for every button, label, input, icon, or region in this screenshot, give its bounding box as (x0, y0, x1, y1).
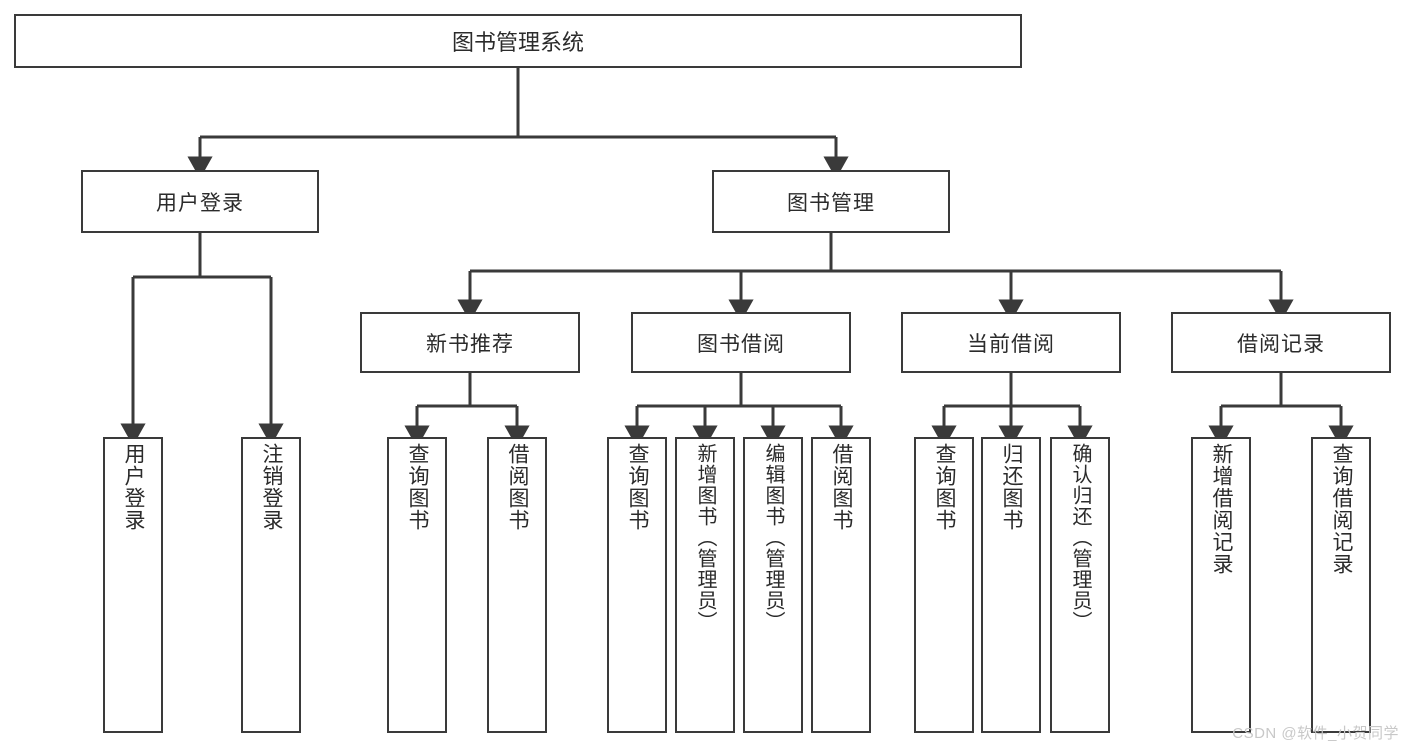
node-label: 图书借阅 (697, 332, 785, 356)
leaf-query-borrow-record[interactable]: 查询借阅记录 (1311, 437, 1371, 733)
leaf-query-book-borrow[interactable]: 查询图书 (607, 437, 667, 733)
leaf-add-book-admin[interactable]: 新增图书（管理员） (675, 437, 735, 733)
node-label: 借阅记录 (1237, 332, 1325, 356)
node-borrow-record[interactable]: 借阅记录 (1171, 312, 1391, 373)
leaf-add-borrow-record[interactable]: 新增借阅记录 (1191, 437, 1251, 733)
leaf-edit-book-admin[interactable]: 编辑图书（管理员） (743, 437, 803, 733)
node-label: 图书管理系统 (451, 30, 584, 55)
watermark: CSDN @软件_小贺同学 (1232, 725, 1399, 742)
node-label: 当前借阅 (967, 332, 1055, 356)
leaf-user-login[interactable]: 用户登录 (103, 437, 163, 733)
leaf-label: 注销登录 (260, 443, 284, 531)
leaf-label: 借阅图书 (830, 443, 854, 531)
leaf-borrow-book-recommend[interactable]: 借阅图书 (487, 437, 547, 733)
leaf-label: 新增图书（管理员） (694, 443, 716, 632)
node-user-login[interactable]: 用户登录 (81, 170, 319, 233)
leaf-label: 编辑图书（管理员） (762, 443, 784, 632)
node-label: 图书管理 (787, 191, 875, 215)
leaf-label: 确认归还（管理员） (1069, 443, 1091, 632)
leaf-label: 查询图书 (933, 443, 957, 531)
node-book-borrow[interactable]: 图书借阅 (631, 312, 851, 373)
node-new-book-recommend[interactable]: 新书推荐 (360, 312, 580, 373)
leaf-label: 查询图书 (626, 443, 650, 531)
leaf-query-book-current[interactable]: 查询图书 (914, 437, 974, 733)
node-label: 新书推荐 (426, 332, 514, 356)
leaf-label: 借阅图书 (506, 443, 530, 531)
node-current-borrow[interactable]: 当前借阅 (901, 312, 1121, 373)
leaf-borrow-book[interactable]: 借阅图书 (811, 437, 871, 733)
leaf-logout[interactable]: 注销登录 (241, 437, 301, 733)
leaf-query-book-recommend[interactable]: 查询图书 (387, 437, 447, 733)
leaf-return-book[interactable]: 归还图书 (981, 437, 1041, 733)
node-label: 用户登录 (156, 191, 244, 215)
leaf-label: 新增借阅记录 (1210, 443, 1234, 575)
leaf-label: 归还图书 (1000, 443, 1024, 531)
leaf-confirm-return-admin[interactable]: 确认归还（管理员） (1050, 437, 1110, 733)
leaf-label: 查询图书 (406, 443, 430, 531)
node-root-system[interactable]: 图书管理系统 (14, 14, 1022, 68)
node-book-management[interactable]: 图书管理 (712, 170, 950, 233)
leaf-label: 用户登录 (122, 443, 146, 531)
leaf-label: 查询借阅记录 (1330, 443, 1354, 575)
